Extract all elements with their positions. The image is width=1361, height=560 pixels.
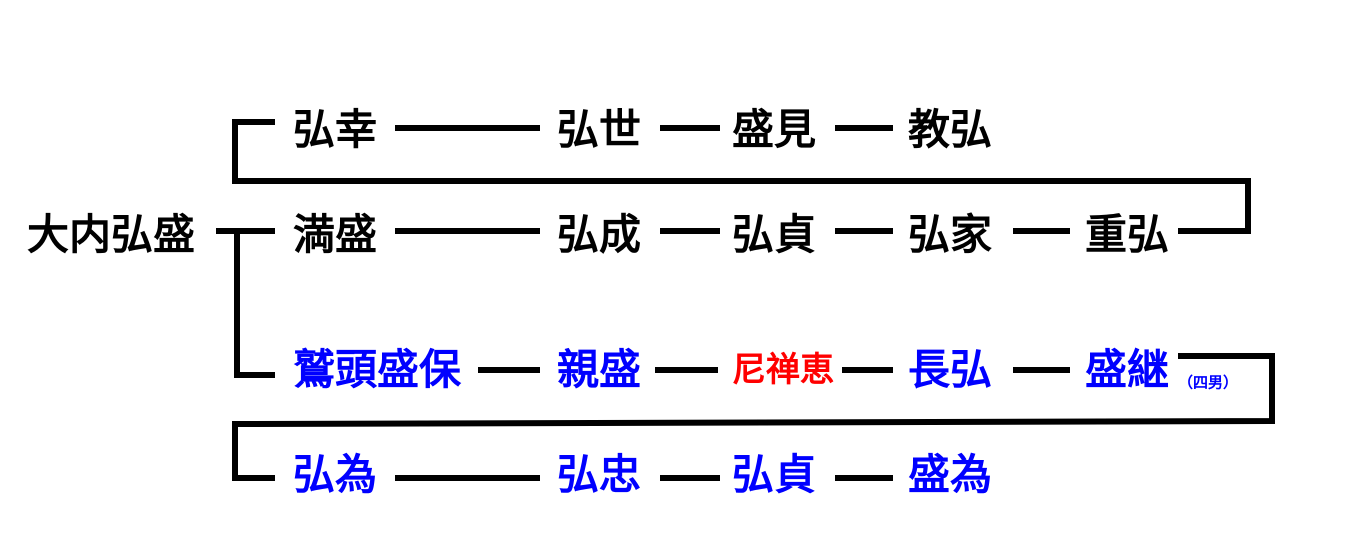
root-name: 大内弘盛 — [27, 210, 196, 259]
person: 弘世 — [557, 105, 642, 154]
person: 弘貞 — [732, 210, 817, 259]
person: 教弘 — [908, 105, 993, 154]
bracket-bottom — [232, 353, 1275, 481]
person: 重弘 — [1085, 210, 1170, 259]
person: 弘家 — [908, 210, 993, 259]
person: 盛継 — [1085, 345, 1170, 394]
person: 盛見 — [732, 105, 817, 154]
person: 鷲頭盛保 — [293, 345, 462, 394]
bracket-branch — [234, 231, 275, 378]
person-highlight: 尼禅恵 — [732, 350, 834, 390]
person: 盛為 — [908, 450, 993, 499]
person: 長弘 — [908, 345, 993, 394]
person: 弘幸 — [293, 105, 378, 154]
person-note: （四男） — [1178, 373, 1239, 392]
bracket-top — [232, 119, 1251, 234]
person: 弘成 — [557, 210, 642, 259]
person: 満盛 — [293, 210, 378, 259]
person: 弘忠 — [557, 450, 642, 499]
person: 親盛 — [557, 345, 642, 394]
person: 弘為 — [293, 450, 378, 499]
person: 弘貞 — [732, 450, 817, 499]
